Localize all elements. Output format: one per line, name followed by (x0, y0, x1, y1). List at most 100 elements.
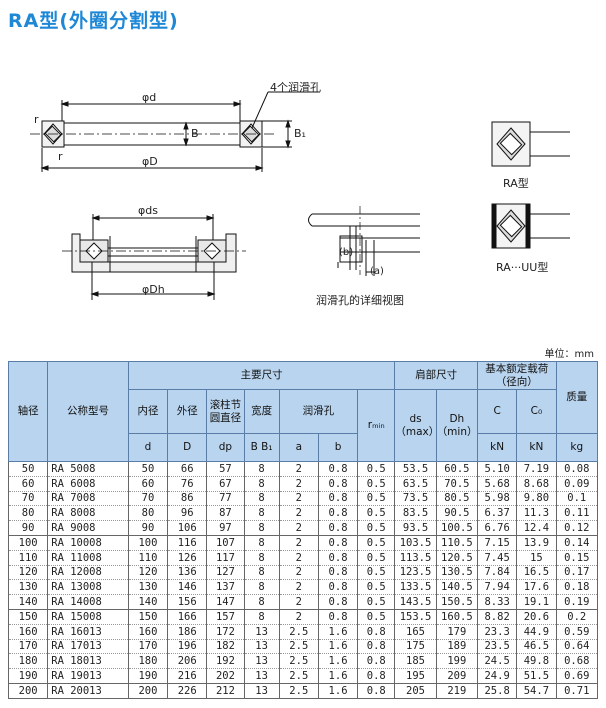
table-cell: 23.3 (477, 624, 518, 640)
table-cell: 53.5 (394, 461, 437, 477)
table-cell: 2 (278, 608, 319, 625)
sym-D: D (167, 433, 208, 462)
table-cell: 97 (206, 520, 245, 536)
table-cell: 0.64 (555, 639, 599, 655)
table-cell: 44.9 (516, 624, 557, 640)
table-cell: 150 (7, 608, 49, 625)
table-cell: 206 (167, 653, 208, 670)
table-cell: 2.5 (278, 639, 319, 655)
table-cell: 0.8 (317, 534, 359, 551)
table-cell: 130.5 (435, 565, 479, 581)
sym-kN-c0: kN (516, 433, 557, 462)
table-cell: 2 (278, 461, 319, 477)
sym-d: d (127, 433, 169, 462)
table-cell: 80 (127, 505, 169, 522)
table-cell: 160 (7, 624, 49, 640)
table-cell: 13 (243, 682, 280, 699)
table-cell: 189 (435, 639, 479, 655)
table-cell: 60 (127, 476, 169, 492)
table-cell: 8.82 (477, 608, 518, 625)
table-cell: 172 (206, 624, 245, 640)
table-cell: 13 (243, 639, 280, 655)
table-cell: 170 (7, 639, 49, 655)
table-cell: 2.5 (278, 653, 319, 670)
table-cell: 7.94 (477, 579, 518, 596)
table-cell: 80 (7, 505, 49, 522)
table-cell: 192 (206, 653, 245, 670)
detail-a-label: (a) (370, 266, 384, 277)
table-cell: 120 (7, 565, 49, 581)
table-cell: 46.5 (516, 639, 557, 655)
sym-b: b (317, 433, 359, 462)
table-cell: 137 (206, 579, 245, 596)
table-cell: 24.9 (477, 668, 518, 684)
col-outer: 外径 (167, 389, 208, 434)
table-cell: 0.8 (317, 579, 359, 596)
table-cell: 2 (278, 534, 319, 551)
table-cell: 15 (516, 550, 557, 566)
col-width: 宽度 (243, 389, 280, 434)
table-cell: 190 (7, 668, 49, 684)
table-cell: RA 17013 (47, 639, 129, 655)
table-cell: 103.5 (394, 534, 437, 551)
table-cell: 0.8 (317, 550, 359, 566)
table-cell: 147 (206, 594, 245, 610)
table-cell: 0.8 (317, 505, 359, 522)
table-cell: 127 (206, 565, 245, 581)
table-cell: 2 (278, 520, 319, 536)
table-cell: 7.84 (477, 565, 518, 581)
table-cell: 0.59 (555, 624, 599, 640)
table-cell: 140 (127, 594, 169, 610)
bearing-drawings (30, 91, 570, 300)
dim-phi-D: φD (142, 155, 158, 168)
table-cell: 123.5 (394, 565, 437, 581)
table-cell: RA 19013 (47, 668, 129, 684)
table-cell: 165 (394, 624, 437, 640)
table-cell: 80.5 (435, 491, 479, 507)
table-cell: 0.5 (357, 505, 396, 522)
table-cell: 8 (243, 550, 280, 566)
spec-table: 轴径 公称型号 主要尺寸 肩部尺寸 基本额定载荷（径向） 质量 内径 外径 滚柱… (7, 361, 599, 699)
table-cell: 50 (7, 461, 49, 477)
col-group-load: 基本额定载荷（径向） (477, 361, 557, 390)
sym-kg: kg (555, 433, 599, 462)
table-cell: 8 (243, 505, 280, 522)
col-shaft: 轴径 (7, 361, 49, 462)
table-cell: 1.6 (317, 653, 359, 670)
table-cell: 0.8 (357, 639, 396, 655)
table-cell: 0.18 (555, 579, 599, 596)
housing-section-view (62, 214, 246, 300)
table-cell: 0.5 (357, 550, 396, 566)
table-cell: RA 9008 (47, 520, 129, 536)
table-cell: 136 (167, 565, 208, 581)
table-cell: RA 5008 (47, 461, 129, 477)
table-cell: 150.5 (435, 594, 479, 610)
table-cell: 13 (243, 653, 280, 670)
table-cell: 49.8 (516, 653, 557, 670)
table-cell: 140 (7, 594, 49, 610)
table-cell: 24.5 (477, 653, 518, 670)
table-cell: RA 13008 (47, 579, 129, 596)
table-cell: 86 (167, 491, 208, 507)
table-cell: 156 (167, 594, 208, 610)
table-cell: 140.5 (435, 579, 479, 596)
table-cell: 67 (206, 476, 245, 492)
table-cell: 2 (278, 565, 319, 581)
table-cell: 96 (167, 505, 208, 522)
table-cell: 0.2 (555, 608, 599, 625)
table-cell: 175 (394, 639, 437, 655)
table-cell: 0.5 (357, 579, 396, 596)
table-cell: 0.8 (317, 565, 359, 581)
table-cell: 113.5 (394, 550, 437, 566)
table-cell: 63.5 (394, 476, 437, 492)
table-cell: 0.12 (555, 520, 599, 536)
dim-B: B (191, 127, 199, 140)
table-cell: 0.8 (357, 624, 396, 640)
table-cell: 185 (394, 653, 437, 670)
table-cell: 16.5 (516, 565, 557, 581)
table-cell: 90.5 (435, 505, 479, 522)
